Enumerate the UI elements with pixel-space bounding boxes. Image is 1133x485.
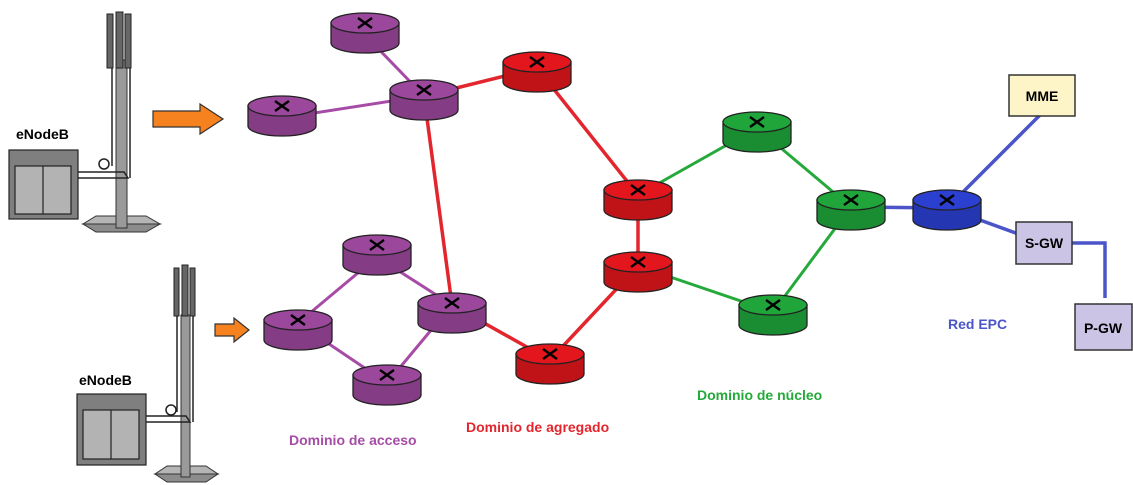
enodeb-label-upper: eNodeB	[16, 126, 69, 142]
arrow-upper	[152, 102, 225, 136]
access-router-5	[263, 309, 333, 351]
enodeb-site-upper: eNodeB	[8, 11, 162, 233]
mme-node: MME	[1008, 74, 1076, 117]
aggregation-router-3	[603, 251, 673, 293]
sgw-node: S-GW	[1015, 221, 1073, 265]
aggregation-router-2	[603, 179, 673, 221]
aggregation-domain-label: Dominio de agregado	[466, 419, 609, 435]
antenna-tower-lower	[146, 264, 220, 483]
access-domain-label: Dominio de acceso	[289, 432, 417, 448]
access-router-7	[352, 364, 422, 406]
pgw-label: P-GW	[1084, 320, 1123, 336]
base-station-cabinet-lower	[76, 393, 147, 466]
epc-domain-label: Red EPC	[948, 316, 1007, 332]
core-router-2	[816, 189, 886, 231]
core-router-3	[738, 294, 808, 336]
enodeb-site-lower: eNodeB	[76, 264, 220, 483]
enodeb-label-lower: eNodeB	[79, 372, 132, 388]
arrow-lower	[214, 316, 250, 344]
pgw-node: P-GW	[1074, 303, 1133, 351]
routers	[247, 12, 982, 406]
epc-router	[912, 189, 982, 231]
mme-label: MME	[1026, 88, 1059, 104]
access-router-2	[247, 95, 317, 137]
access-router-4	[342, 234, 412, 276]
base-station-cabinet-upper	[8, 149, 79, 220]
access-router-1	[330, 12, 400, 54]
access-router-6	[417, 292, 487, 334]
aggregation-router-4	[515, 343, 585, 385]
core-domain-label: Dominio de núcleo	[697, 387, 822, 403]
access-router-3	[389, 79, 459, 121]
core-router-1	[722, 111, 792, 153]
antenna-tower-upper	[78, 11, 162, 233]
aggregation-router-1	[502, 51, 572, 93]
sgw-label: S-GW	[1025, 235, 1064, 251]
